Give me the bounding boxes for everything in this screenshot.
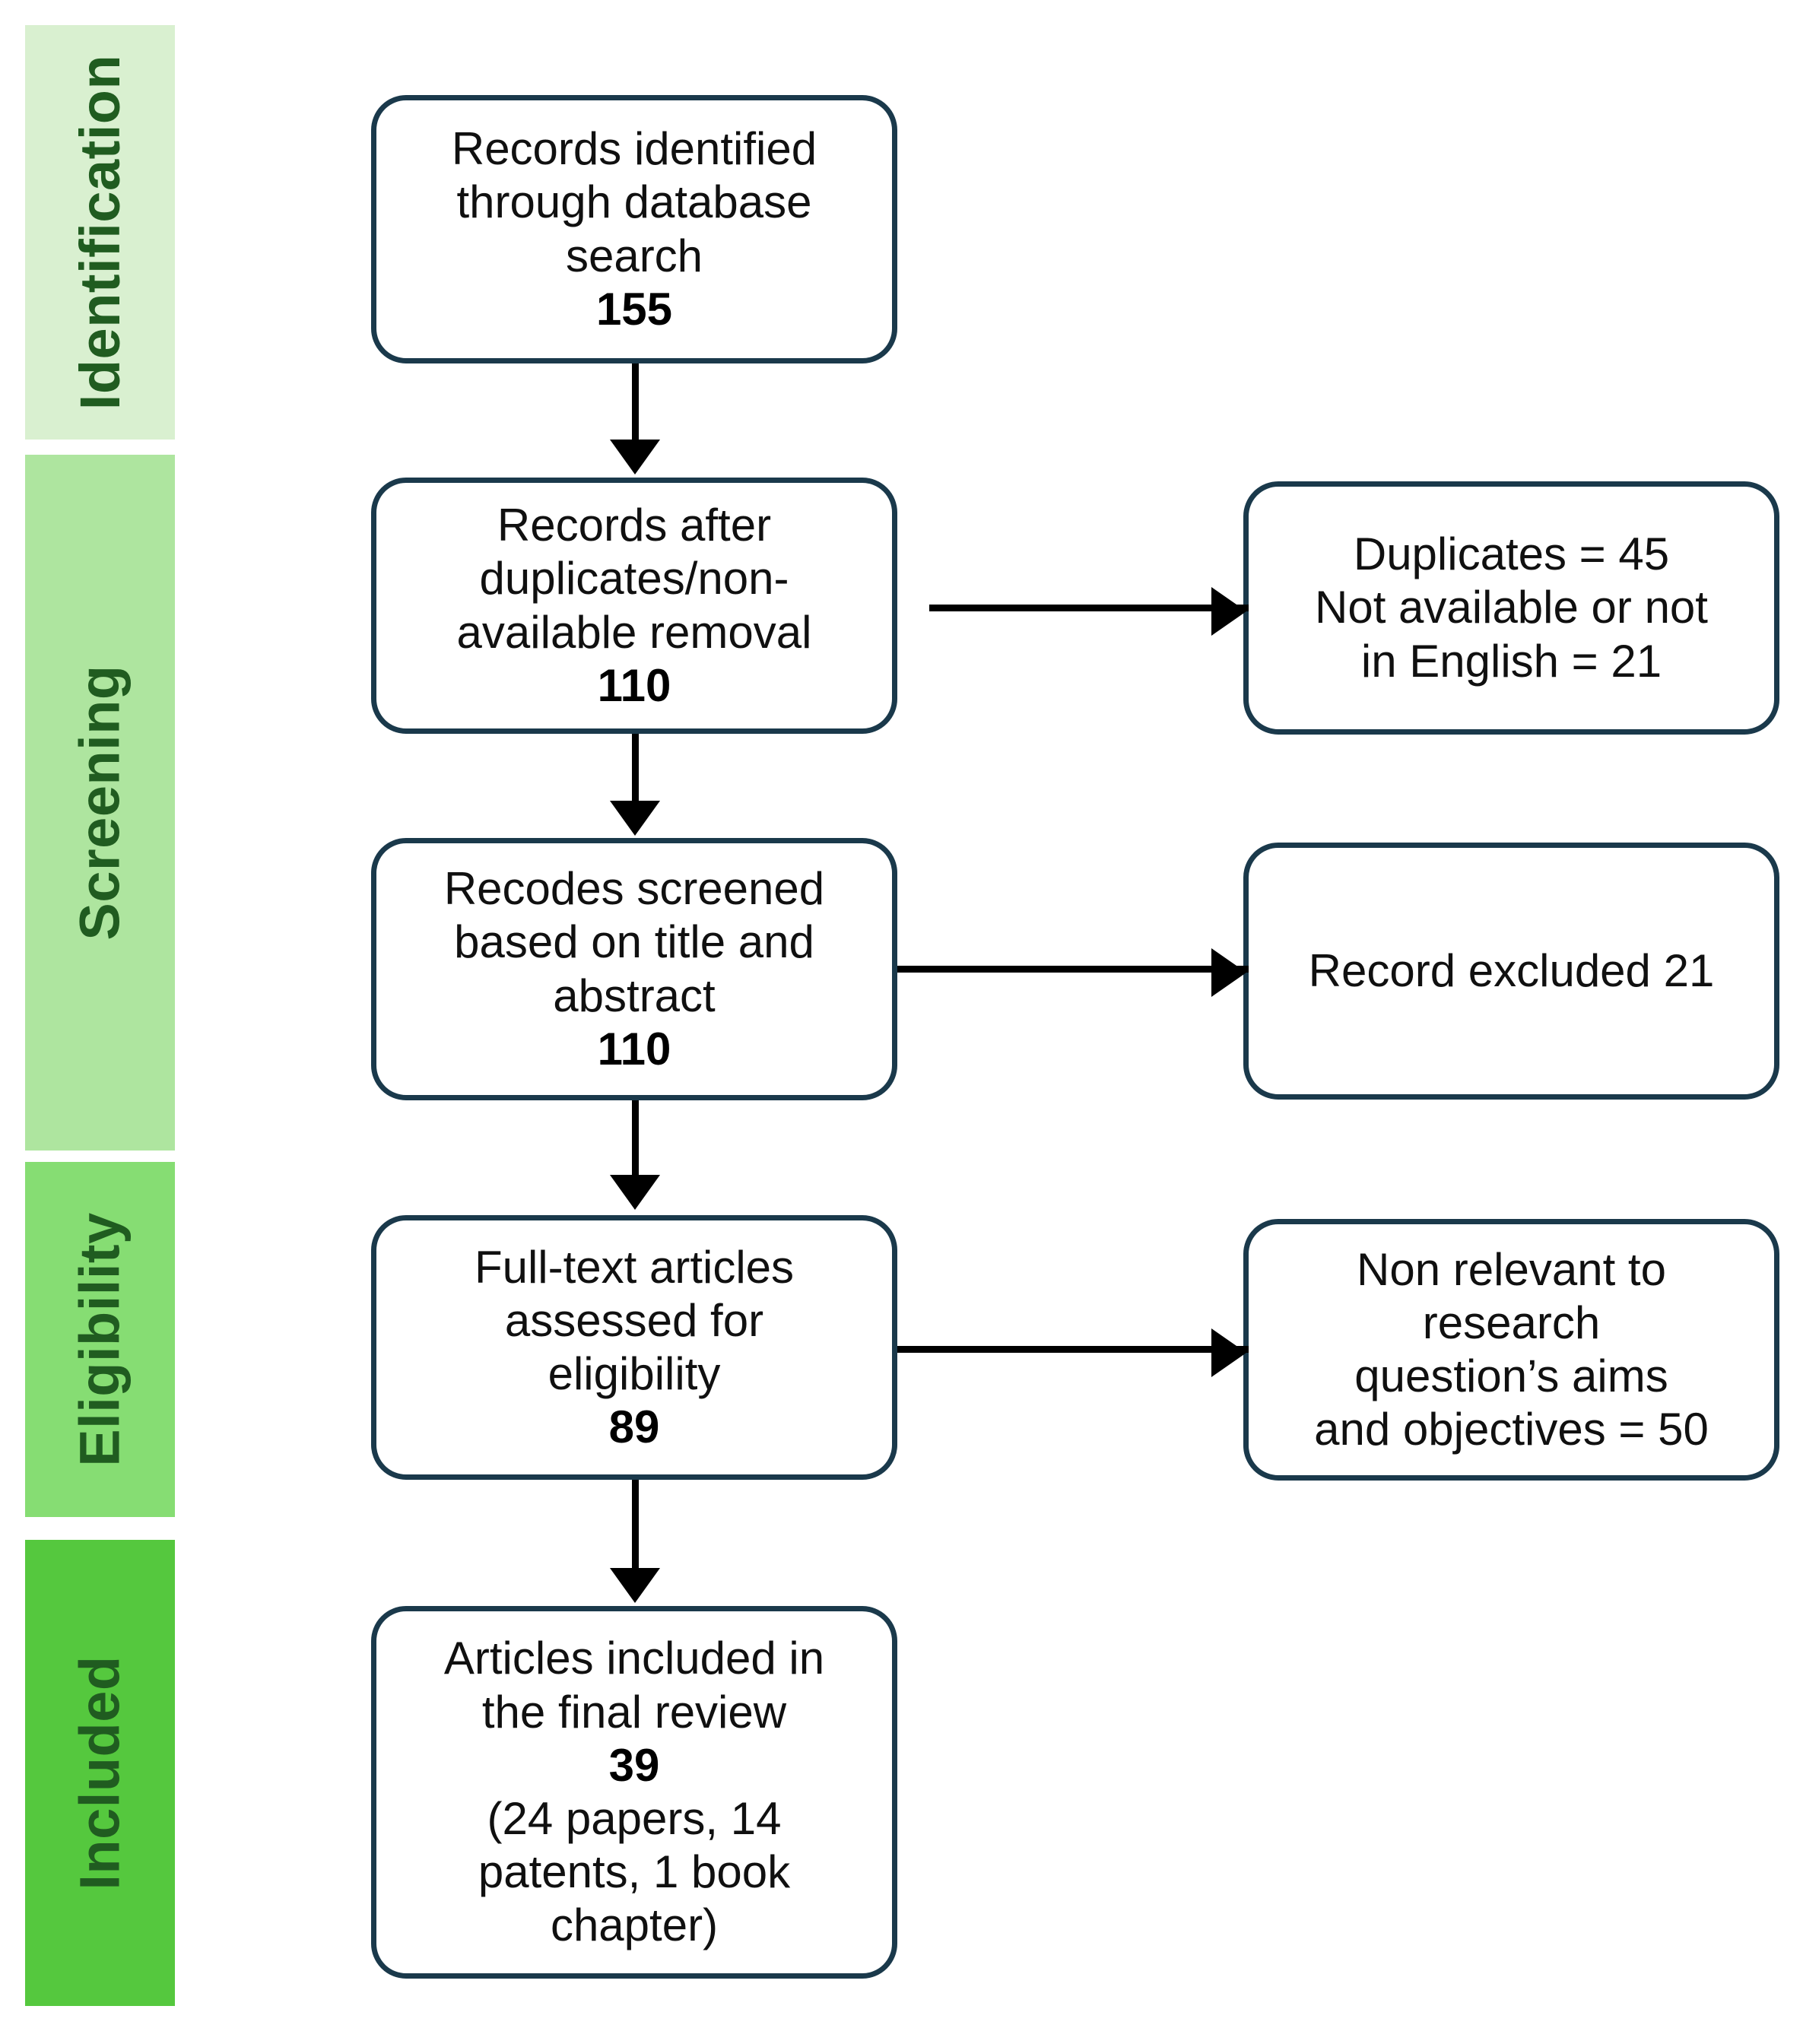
box-line: question’s aims bbox=[1354, 1350, 1668, 1401]
box-line: Recodes screened bbox=[443, 863, 825, 915]
connector-screened-to-excluded-line bbox=[897, 966, 1249, 973]
stage-band-screening: Screening bbox=[25, 455, 175, 1151]
box-non-relevant-excluded: Non relevant to research question’s aims… bbox=[1243, 1219, 1779, 1481]
box-line: duplicates/non- bbox=[479, 553, 789, 605]
box-detail-line: patents, 1 book bbox=[478, 1846, 791, 1898]
box-line: the final review bbox=[481, 1686, 787, 1738]
box-line: Not available or not bbox=[1315, 582, 1708, 633]
box-line: assessed for bbox=[504, 1294, 764, 1346]
stage-band-screening-label: Screening bbox=[68, 665, 132, 941]
stage-band-identification: Identification bbox=[25, 25, 175, 440]
stage-band-identification-label: Identification bbox=[68, 54, 132, 411]
box-line: eligibility bbox=[548, 1348, 721, 1399]
connector-after-dupes-to-duplicates-arrowhead-icon bbox=[1211, 587, 1246, 636]
connector-after-dupes-to-duplicates-line bbox=[929, 605, 1249, 611]
box-line: research bbox=[1422, 1297, 1601, 1348]
box-line: based on title and bbox=[454, 916, 814, 968]
box-line: Records after bbox=[497, 500, 772, 551]
connector-fulltext-to-included-arrowhead-icon bbox=[610, 1568, 660, 1603]
connector-after-dupes-to-screened-line bbox=[632, 734, 639, 802]
box-articles-included-final-review: Articles included in the final review 39… bbox=[371, 1606, 897, 1979]
box-line: available removal bbox=[456, 606, 812, 658]
box-duplicates-removed: Duplicates = 45 Not available or not in … bbox=[1243, 481, 1779, 735]
box-count: 110 bbox=[597, 1023, 671, 1074]
box-detail-line: chapter) bbox=[550, 1900, 719, 1951]
box-line: through database bbox=[456, 176, 812, 228]
box-count: 110 bbox=[597, 659, 671, 711]
box-records-screened: Recodes screened based on title and abst… bbox=[371, 838, 897, 1100]
box-line: and objectives = 50 bbox=[1314, 1404, 1709, 1455]
box-record-excluded: Record excluded 21 bbox=[1243, 843, 1779, 1100]
connector-fulltext-to-nonrelevant-line bbox=[897, 1346, 1249, 1353]
box-records-identified: Records identified through database sear… bbox=[371, 95, 897, 363]
box-records-after-duplicate-removal: Records after duplicates/non- available … bbox=[371, 478, 897, 734]
box-line: search bbox=[565, 230, 703, 281]
box-count: 89 bbox=[608, 1401, 660, 1453]
box-line: abstract bbox=[553, 970, 716, 1021]
stage-band-eligibility-label: Eligibility bbox=[68, 1212, 132, 1467]
connector-fulltext-to-nonrelevant-arrowhead-icon bbox=[1211, 1328, 1246, 1377]
box-line: Full-text articles bbox=[474, 1241, 795, 1293]
stage-band-eligibility: Eligibility bbox=[25, 1162, 175, 1517]
box-fulltext-articles-assessed: Full-text articles assessed for eligibil… bbox=[371, 1215, 897, 1480]
connector-fulltext-to-included-line bbox=[632, 1480, 639, 1570]
box-detail-line: (24 papers, 14 bbox=[487, 1793, 782, 1844]
box-count: 155 bbox=[595, 283, 673, 335]
box-line: Articles included in bbox=[443, 1633, 825, 1684]
box-line: Duplicates = 45 bbox=[1353, 528, 1670, 580]
connector-identified-to-after-dupes-arrowhead-icon bbox=[610, 440, 660, 474]
connector-screened-to-fulltext-arrowhead-icon bbox=[610, 1175, 660, 1210]
stage-band-included-label: Included bbox=[68, 1655, 132, 1890]
box-line: Record excluded 21 bbox=[1308, 944, 1715, 996]
connector-after-dupes-to-screened-arrowhead-icon bbox=[610, 801, 660, 836]
box-line: Non relevant to bbox=[1357, 1243, 1666, 1295]
box-line: Records identified bbox=[451, 123, 817, 175]
connector-identified-to-after-dupes-line bbox=[632, 363, 639, 443]
box-count: 39 bbox=[608, 1739, 660, 1791]
stage-band-included: Included bbox=[25, 1540, 175, 2006]
connector-screened-to-fulltext-line bbox=[632, 1100, 639, 1176]
connector-screened-to-excluded-arrowhead-icon bbox=[1211, 948, 1246, 997]
box-line: in English = 21 bbox=[1360, 635, 1662, 687]
